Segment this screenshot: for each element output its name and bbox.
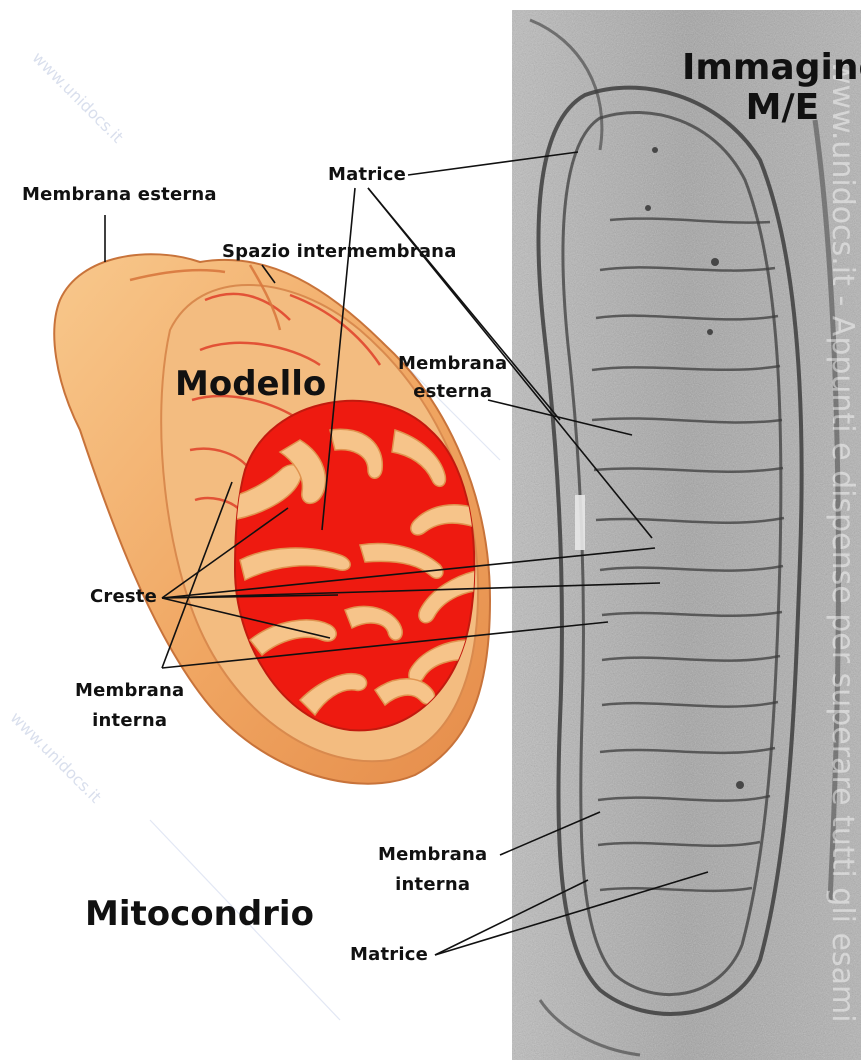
- label-model: Modello: [175, 364, 326, 404]
- label-inner-membrane-left: Membrana interna: [75, 676, 184, 736]
- label-cristae: Creste: [90, 586, 157, 607]
- label-em-title: Immagine M/E: [682, 48, 861, 128]
- em-micrograph: [512, 10, 861, 1060]
- label-outer-membrane-left: Membrana esterna: [22, 184, 217, 205]
- label-matrix-bottom: Matrice: [350, 944, 428, 965]
- label-inner-membrane-em: Membrana interna: [378, 840, 487, 900]
- label-matrix-top: Matrice: [328, 164, 406, 185]
- figure-title: Mitocondrio: [85, 894, 314, 934]
- label-outer-membrane-em: Membrana esterna: [398, 350, 507, 406]
- watermark-side: www.unidocs.it - Appunti e dispense per …: [825, 60, 860, 1023]
- label-intermembrane-space: Spazio intermembrana: [222, 241, 457, 262]
